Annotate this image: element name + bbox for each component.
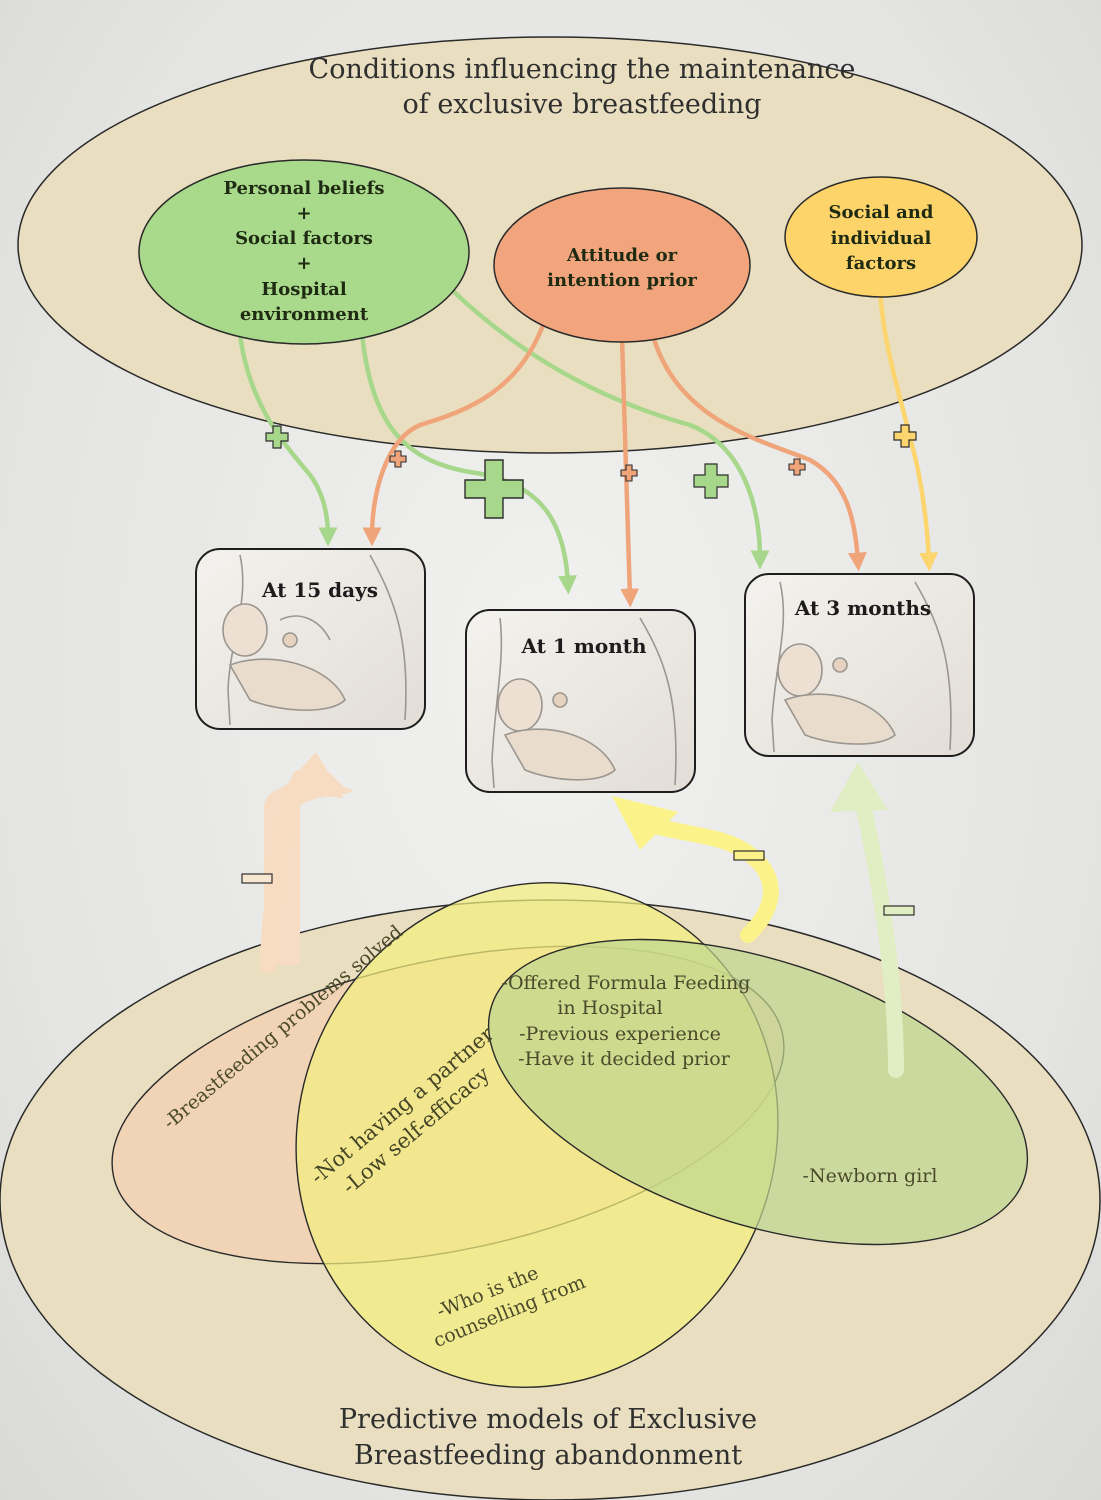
- arrow-personal-to-1month: [359, 332, 578, 595]
- minus-sign-15days: [241, 873, 273, 884]
- arrow-yellow-head: [612, 796, 678, 850]
- arrow-green-head: [830, 762, 888, 812]
- plus-signs: [265, 424, 917, 519]
- arrow-peach-head: [280, 752, 344, 798]
- arrow-green-to-3months: [854, 792, 904, 1078]
- top-title-line1: Conditions influencing the maintenance: [309, 54, 856, 85]
- personal-line-6: environment: [240, 304, 369, 325]
- plus-sign-1month-orange: [620, 464, 638, 482]
- arrow-peach-shaft: [260, 770, 308, 973]
- venn-overlap-text: -Offered Formula Feeding in Hospital -Pr…: [502, 972, 751, 1070]
- attitude-line-2: intention prior: [547, 270, 697, 291]
- node-personal-text: Personal beliefs + Social factors + Hosp…: [223, 178, 384, 325]
- overlap-line-3: -Previous experience: [519, 1023, 721, 1045]
- social-line-1: Social and: [829, 202, 934, 223]
- breastfeeding-illustration-icon: [491, 617, 677, 789]
- social-line-3: factors: [846, 253, 916, 274]
- node-attitude: [493, 187, 751, 343]
- personal-line-2: +: [296, 203, 311, 224]
- venn-diagram: [111, 882, 1029, 1388]
- minus-sign-3months: [883, 905, 915, 916]
- plus-sign-15days-orange: [389, 450, 407, 468]
- bottom-title-line2: Breastfeeding abandonment: [354, 1440, 742, 1471]
- plus-sign-1month-green-large: [464, 459, 524, 519]
- social-line-2: individual: [831, 228, 932, 249]
- personal-line-1: Personal beliefs: [223, 178, 384, 199]
- overlap-line-2: in Hospital: [557, 997, 662, 1019]
- node-personal-beliefs: [138, 159, 470, 345]
- bottom-title-line1: Predictive models of Exclusive: [339, 1404, 757, 1435]
- top-title-line2: of exclusive breastfeeding: [402, 89, 761, 120]
- overlap-line-1: -Offered Formula Feeding: [502, 972, 751, 994]
- node-social-individual: [784, 176, 978, 298]
- stage-3-months: At 3 months: [744, 573, 975, 757]
- overlap-line-4: -Have it decided prior: [518, 1048, 731, 1070]
- arrow-social-to-3months: [877, 285, 939, 572]
- breastfeeding-illustration-icon: [771, 581, 952, 753]
- minus-signs: [241, 850, 915, 916]
- plus-sign-3months-green: [693, 463, 729, 499]
- plus-sign-15days-green: [265, 425, 289, 449]
- venn-green-text: -Newborn girl: [803, 1165, 938, 1187]
- arrow-personal-to-3months: [449, 287, 770, 570]
- minus-sign-1month: [733, 850, 765, 861]
- stage-1-month: At 1 month: [465, 609, 696, 793]
- stage-label-15-days: At 15 days: [261, 578, 378, 602]
- plus-sign-3months-orange: [788, 458, 806, 476]
- arrow-attitude-to-3months: [649, 329, 867, 572]
- personal-line-5: Hospital: [261, 279, 347, 300]
- arrow-personal-to-15days: [237, 332, 338, 547]
- attitude-line-1: Attitude or: [566, 245, 678, 266]
- breastfeeding-illustration-icon: [222, 554, 407, 726]
- stage-15-days: At 15 days: [195, 548, 426, 730]
- stage-label-1-month: At 1 month: [520, 634, 647, 658]
- stage-label-3-months: At 3 months: [794, 596, 931, 620]
- negative-arrows: [260, 752, 904, 1078]
- influence-arrows: [237, 285, 939, 608]
- personal-line-4: +: [296, 253, 311, 274]
- arrow-attitude-to-15days: [362, 317, 548, 547]
- plus-sign-3months-yellow: [893, 424, 917, 448]
- personal-line-3: Social factors: [235, 228, 373, 249]
